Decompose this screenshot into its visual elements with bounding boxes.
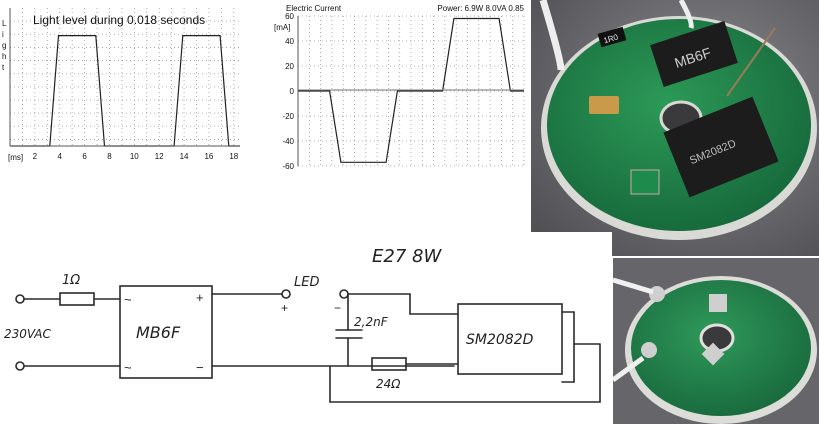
wire-lead-top xyxy=(678,0,694,29)
current-chart-svg: Electric Current Power: 6.9W 8.0VA 0.85 … xyxy=(272,0,530,176)
pcb-photo-component-side: MB6F SM2082D 1R0 xyxy=(531,0,819,256)
smd-resistor: 1R0 xyxy=(597,26,627,48)
bridge-label: MB6F xyxy=(136,323,181,342)
electric-current-chart: Electric Current Power: 6.9W 8.0VA 0.85 … xyxy=(272,0,530,176)
pcb-photo-top-svg: MB6F SM2082D 1R0 xyxy=(531,0,819,256)
current-chart-y-tick-label: 40 xyxy=(285,37,294,46)
source-label: 230VAC xyxy=(4,327,52,341)
light-chart-x-ticks: 2 4 6 8 10 12 14 16 18 xyxy=(33,152,239,161)
wire-lead-1 xyxy=(612,277,654,295)
light-chart-ylabel: Light xyxy=(2,19,7,72)
bridge-ac-mark-2: ~ xyxy=(124,360,132,375)
light-chart-ylabel-letter: g xyxy=(2,41,6,50)
led-minus-mark: − xyxy=(334,301,341,315)
solder-pad-top xyxy=(709,294,727,312)
bridge-plus-mark: + xyxy=(196,290,204,305)
driver-label: SM2082D xyxy=(466,332,534,348)
wire-lead-left xyxy=(539,0,565,71)
light-chart-ylabel-letter: t xyxy=(2,63,5,72)
light-chart-x-tick-label: 10 xyxy=(130,152,139,161)
driver-ic-chip: SM2082D xyxy=(663,96,779,198)
current-chart-title: Electric Current xyxy=(286,4,342,13)
pcb-photo-bottom-svg xyxy=(611,258,819,424)
current-chart-grid xyxy=(298,15,525,167)
solder-pad-wire-2 xyxy=(641,342,657,358)
light-chart-x-tick-label: 4 xyxy=(58,152,63,161)
light-chart-x-tick-label: 2 xyxy=(33,152,38,161)
light-chart-title: Light level during 0.018 seconds xyxy=(33,13,205,27)
light-chart-svg: Light level during 0.018 seconds Light [… xyxy=(0,0,246,170)
current-chart-y-tick-label: 60 xyxy=(285,12,294,21)
wire-lead-2 xyxy=(611,355,645,383)
light-chart-ylabel-letter: L xyxy=(2,19,7,28)
bridge-rectifier-block xyxy=(119,285,213,379)
smd-capacitor xyxy=(589,96,619,114)
current-chart-y-tick-label: 0 xyxy=(290,87,295,96)
resistor-24ohm-label: 24Ω xyxy=(376,377,401,391)
circuit-schematic: E27 8W 230VAC 1Ω MB6F ~ ~ + − LED + − 2,… xyxy=(0,232,612,424)
smd-diode xyxy=(630,169,660,195)
light-chart-x-tick-label: 12 xyxy=(155,152,164,161)
wire-lead-right xyxy=(726,27,776,97)
smd-resistor-marking: 1R0 xyxy=(603,32,620,45)
current-chart-y-tick-label: 20 xyxy=(285,62,294,71)
light-chart-x-tick-label: 16 xyxy=(204,152,213,161)
current-chart-series-line xyxy=(298,17,524,163)
light-chart-ylabel-letter: h xyxy=(2,52,6,61)
light-chart-x-tick-label: 14 xyxy=(180,152,189,161)
light-chart-x-tick-label: 8 xyxy=(107,152,112,161)
current-chart-power-readout: Power: 6.9W 8.0VA 0.85 xyxy=(437,4,524,13)
driver-ic-block xyxy=(457,303,563,375)
resistor-1ohm-label: 1Ω xyxy=(62,273,80,288)
current-chart-y-tick-label: -40 xyxy=(282,137,294,146)
light-chart-x-tick-label: 18 xyxy=(229,152,238,161)
current-chart-y-tick-label: -20 xyxy=(282,112,294,121)
light-chart-grid xyxy=(10,8,240,146)
light-chart-x-unit: [ms] xyxy=(8,153,23,162)
bridge-minus-mark: − xyxy=(196,360,204,375)
light-chart-ylabel-letter: i xyxy=(2,30,4,39)
capacitor-label: 2,2nF xyxy=(354,315,389,329)
current-chart-y-ticks: 60 40 20 0 -20 -40 -60 xyxy=(282,12,294,171)
light-chart-x-tick-label: 6 xyxy=(82,152,87,161)
schematic-svg: E27 8W 230VAC 1Ω MB6F ~ ~ + − LED + − 2,… xyxy=(0,232,612,424)
pcb-photo-solder-side xyxy=(611,258,819,424)
bridge-rectifier-chip: MB6F xyxy=(650,21,738,87)
terminal-led-plus xyxy=(281,289,291,299)
led-label: LED xyxy=(294,275,319,290)
current-chart-y-tick-label: -60 xyxy=(282,162,294,171)
current-chart-ylabel: [mA] xyxy=(274,23,290,32)
led-plus-mark: + xyxy=(281,301,288,315)
schematic-header: E27 8W xyxy=(372,246,442,267)
bridge-ac-mark-1: ~ xyxy=(124,292,132,307)
